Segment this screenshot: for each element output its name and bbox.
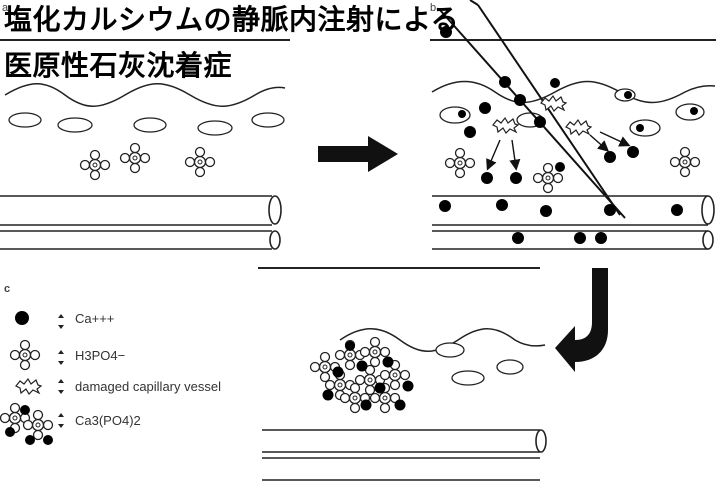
phosphate-ion <box>79 149 111 181</box>
panel-label-b: b <box>430 2 437 14</box>
calcium-ions-b <box>439 26 683 244</box>
curved-down-left-arrow-icon <box>555 268 608 372</box>
damaged-vessel <box>492 117 519 134</box>
right-arrow-icon <box>318 136 398 172</box>
tissue-wavy-line-b <box>431 80 716 104</box>
phosphate-ion-icon <box>9 339 41 371</box>
panel-b <box>430 0 716 250</box>
page-title-line2: 医原性石灰沈着症 <box>4 49 233 82</box>
tissue-wavy-line-a <box>4 83 286 107</box>
panel-label-c: c <box>4 283 11 295</box>
calcium-phosphate-icon <box>0 402 54 445</box>
phosphate-ion <box>444 147 476 179</box>
legend-label-phosphate: H3PO4− <box>75 348 126 363</box>
legend-label-damaged-vessel: damaged capillary vessel <box>75 379 221 394</box>
legend-label-calcium: Ca+++ <box>75 311 115 326</box>
phosphate-ion <box>669 146 701 178</box>
phosphate-ion <box>184 146 216 178</box>
calcium-ion-icon <box>15 311 29 325</box>
damaged-vessel <box>565 119 592 136</box>
calcium-phosphate-cluster <box>309 336 414 414</box>
panel-c <box>258 267 547 481</box>
damaged-vessel-icon <box>15 378 42 395</box>
panel-label-a: a <box>2 2 9 14</box>
syringe-needle <box>439 9 626 219</box>
legend-icons <box>0 311 64 445</box>
phosphate-ion <box>119 142 151 174</box>
legend-label-calcium-phosphate: Ca3(PO4)2 <box>75 413 141 428</box>
tissue-wavy-line-c <box>339 328 546 352</box>
page-title-line1: 塩化カルシウムの静脈内注射による <box>4 3 460 36</box>
panel-a <box>0 39 290 250</box>
damaged-vessel <box>540 95 567 112</box>
